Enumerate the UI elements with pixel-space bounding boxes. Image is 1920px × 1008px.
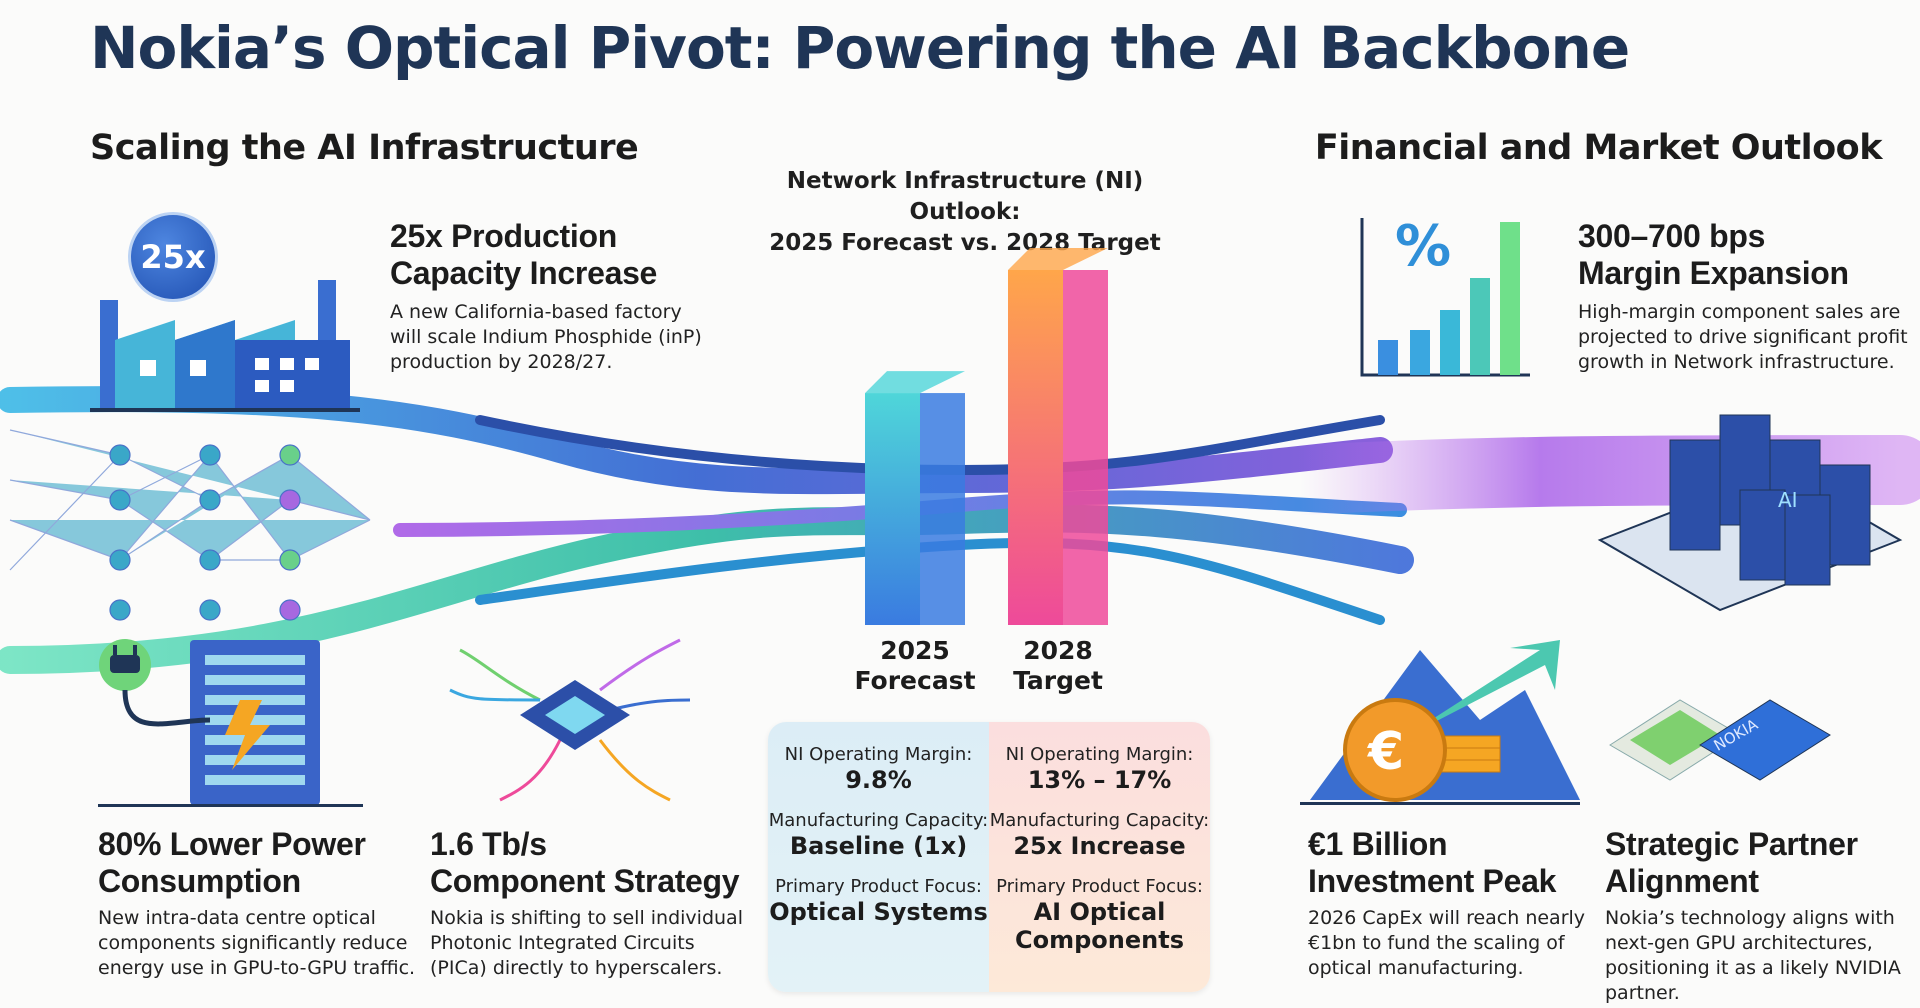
label: Manufacturing Capacity: — [768, 810, 989, 831]
bar-chart-percent-icon — [1360, 218, 1530, 377]
label: NI Operating Margin: — [784, 744, 973, 765]
gpu-nokia-chips-icon — [1609, 699, 1831, 781]
bar-front — [1008, 270, 1063, 625]
server-ai-label: AI — [1778, 488, 1798, 512]
value: AI Optical — [1033, 898, 1166, 926]
value: Optical Systems — [769, 898, 988, 926]
comparison-table: NI Operating Margin: 9.8% Manufacturing … — [768, 722, 1210, 992]
bar-top — [865, 371, 965, 394]
comparison-2028-column: NI Operating Margin: 13% – 17% Manufactu… — [989, 722, 1210, 992]
label: Manufacturing Capacity: — [989, 810, 1210, 831]
neural-network-icon — [9, 429, 371, 621]
power-server-icon — [98, 639, 363, 807]
value: 9.8% — [845, 766, 912, 794]
euro-icon: € — [1368, 722, 1405, 782]
25x-badge: 25x — [128, 212, 218, 302]
percent-icon: % — [1395, 214, 1452, 279]
factory-icon — [90, 280, 360, 412]
investment-mountain-icon — [1300, 640, 1580, 805]
value: Baseline (1x) — [789, 832, 968, 860]
page-title: Nokia’s Optical Pivot: Powering the AI B… — [90, 14, 1630, 82]
comparison-2025-column: NI Operating Margin: 9.8% Manufacturing … — [768, 722, 989, 992]
chart-title: Network Infrastructure (NI) Outlook:2025… — [769, 168, 1161, 256]
left-section-heading: Scaling the AI Infrastructure — [90, 128, 639, 168]
value: 13% – 17% — [1027, 766, 1172, 794]
bar-front — [865, 393, 920, 625]
value: 25x Increase — [1013, 832, 1186, 860]
ni-outlook-bar-chart — [865, 248, 1108, 625]
investment-body: 2026 CapEx will reach nearly€1bn to fund… — [1308, 907, 1586, 979]
bar-side — [920, 393, 965, 625]
photonic-chip-icon — [449, 638, 691, 802]
bar-side — [1063, 270, 1108, 625]
server-rack-icon — [1597, 414, 1903, 612]
bar-1 — [1008, 248, 1108, 625]
bar-top — [1008, 248, 1108, 270]
label: Primary Product Focus: — [996, 876, 1203, 897]
right-section-heading: Financial and Market Outlook — [1314, 128, 1883, 168]
label: Primary Product Focus: — [775, 876, 982, 897]
bar-0 — [865, 371, 965, 625]
value: Components — [1015, 926, 1184, 954]
label: NI Operating Margin: — [1005, 744, 1194, 765]
